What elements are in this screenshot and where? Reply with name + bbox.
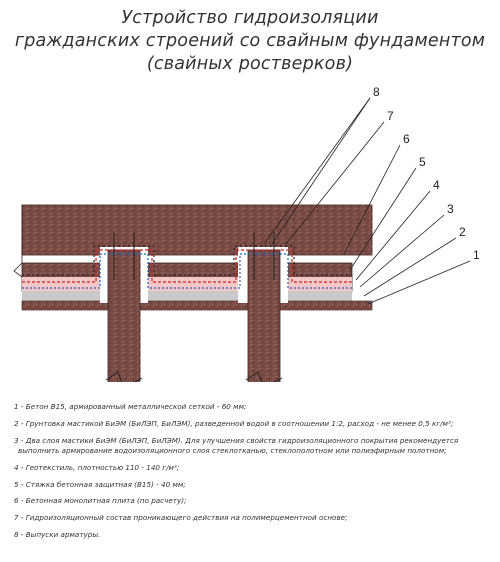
callout-1: 1 — [473, 248, 480, 262]
callout-leaders — [263, 97, 471, 305]
legend-item-3-line-1: 3 - Два слоя мастики БиЭМ (БиЛЭП, БиЛЭМ)… — [14, 435, 459, 445]
legend-item-6: 6 - Бетонная монолитная плита (по расчет… — [14, 496, 187, 506]
rebar-outlets — [113, 232, 275, 280]
foundation-section-drawing: 8 7 6 5 4 3 2 1 — [13, 85, 480, 400]
callout-8: 8 — [373, 85, 380, 99]
legend-item-5: 5 - Стяжка бетонная защитная (В15) - 40 … — [14, 479, 186, 489]
screed-layer — [22, 277, 352, 291]
pile-left — [107, 249, 141, 391]
callout-6: 6 — [403, 132, 410, 146]
title-line-3: (свайных ростверков) — [146, 54, 354, 74]
title-line-1: Устройство гидроизоляции — [121, 8, 379, 28]
monolithic-slab — [21, 204, 373, 256]
legend-item-3: 3 - Два слоя мастики БиЭМ (БиЛЭП, БиЛЭМ)… — [14, 436, 494, 456]
callout-5: 5 — [419, 155, 426, 169]
title-line-2: гражданских строений со свайным фундамен… — [14, 31, 486, 51]
legend-item-8: 8 - Выпуски арматуры. — [14, 530, 101, 540]
waterproofing-lines — [22, 245, 352, 289]
callout-4: 4 — [433, 178, 440, 192]
legend-item-7: 7 - Гидроизоляционный состав проникающег… — [14, 513, 348, 523]
callout-3: 3 — [447, 202, 454, 216]
legend-item-1: 1 - Бетон В15, армированный металлическо… — [14, 402, 247, 411]
callout-7: 7 — [387, 109, 394, 123]
pile-right — [247, 249, 281, 391]
callout-numbers: 8 7 6 5 4 3 2 1 — [373, 85, 480, 262]
callout-2: 2 — [459, 225, 466, 239]
legend-item-3-line-2: выполнить армирование водоизоляционного … — [18, 445, 447, 455]
break-cover-right — [244, 382, 286, 400]
legend-item-4: 4 - Геотекстиль, плотностью 110 - 140 г/… — [14, 462, 180, 472]
legend-item-2: 2 - Грунтовка мастикой БиЭМ (БиЛЭП, БиЛЭ… — [14, 418, 454, 428]
legend: 1 - Бетон В15, армированный металлическо… — [14, 402, 494, 547]
bottom-concrete-layer — [21, 300, 373, 311]
slab-left-edge — [13, 205, 23, 278]
break-cover-left — [104, 382, 146, 400]
base-concrete-layer — [22, 291, 352, 301]
